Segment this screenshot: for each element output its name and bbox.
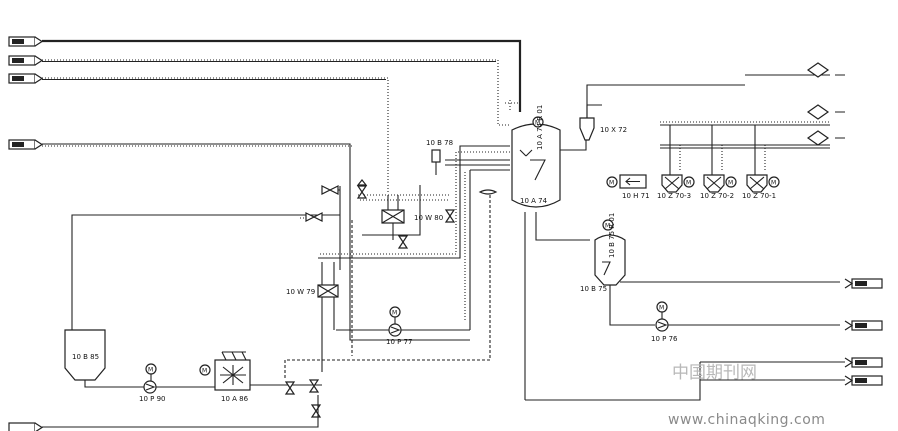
input-tag-1 (8, 36, 44, 47)
exchanger-10w80: 10 W 80 (358, 185, 450, 240)
label-10x72: 10 X 72 (600, 126, 627, 134)
input-tags (8, 36, 44, 431)
label-10a74-vertical: 10 A 74 R 01 (536, 105, 544, 150)
label-10z703: 10 Z 70-3 (657, 192, 691, 200)
label-10a74: 10 A 74 (520, 197, 548, 205)
output-tag-2 (844, 320, 883, 331)
label-10b78: 10 B 78 (426, 139, 453, 147)
label-10w80: 10 W 80 (414, 214, 443, 222)
vessel-10b75: M 10 B 75 R 01 10 B 75 (580, 213, 840, 326)
label-10p90: 10 P 90 (139, 395, 166, 403)
output-tag-3 (844, 357, 883, 368)
watermark-url: www.chinaqking.com (668, 412, 825, 428)
label-10z702: 10 Z 70-2 (700, 192, 734, 200)
motor-10a74: M (535, 120, 540, 127)
input-tag-2 (8, 55, 44, 66)
tower-10a86: M 10 A 86 (199, 351, 322, 403)
input-tag-4 (8, 139, 44, 150)
motor-10z702: M (728, 180, 733, 187)
unit-10z701: M 10 Z 70-1 (742, 174, 780, 200)
input-tag-5 (8, 422, 44, 431)
unit-10z702: M 10 Z 70-2 (700, 174, 737, 200)
label-10p77: 10 P 77 (386, 338, 413, 346)
label-10b85: 10 B 85 (72, 353, 99, 361)
valves (42, 179, 498, 428)
motor-10b75: M (605, 223, 610, 230)
cyclone-10x72: 10 X 72 (579, 84, 745, 141)
unit-10z703: M 10 Z 70-3 (657, 174, 695, 200)
center-pipes (284, 145, 510, 380)
reactor-10a74: M 10 A 74 R 01 10 A 74 (505, 100, 590, 400)
watermark-chinese: 中国期刊网 (672, 363, 757, 383)
right-headers (660, 62, 830, 175)
label-10z701: 10 Z 70-1 (742, 192, 776, 200)
label-10w79: 10 W 79 (286, 288, 315, 296)
watermark: 中国期刊网 www.chinaqking.com (668, 363, 825, 428)
motor-10h71: M (609, 180, 614, 187)
motor-10z703: M (686, 180, 691, 187)
label-10b75-vertical: 10 B 75 R 01 (608, 213, 616, 258)
output-tag-4 (844, 375, 883, 386)
exchanger-10w79: 10 W 79 (286, 262, 339, 372)
motor-10z701: M (771, 180, 776, 187)
motor-10p77: M (392, 310, 397, 317)
main-pipes (42, 39, 522, 230)
hopper-10h71: M 10 H 71 (606, 174, 650, 200)
label-10b75: 10 B 75 (580, 285, 607, 293)
pump-10p77: M 10 P 77 (386, 306, 413, 346)
vessel-10b78: 10 B 78 (426, 139, 453, 175)
motor-10a86: M (202, 368, 207, 375)
tank-10b85: 10 B 85 (64, 329, 145, 388)
label-10h71: 10 H 71 (622, 192, 650, 200)
pump-10p76: M 10 P 76 (651, 301, 840, 343)
motor-10p90: M (148, 367, 153, 374)
left-loop (71, 214, 320, 330)
pump-10p90: M 10 P 90 (139, 363, 215, 403)
output-tag-1 (844, 278, 883, 289)
output-tags (525, 74, 883, 401)
label-10a86: 10 A 86 (221, 395, 249, 403)
motor-10p76: M (659, 305, 664, 312)
label-10p76: 10 P 76 (651, 335, 678, 343)
input-tag-3 (8, 73, 44, 84)
